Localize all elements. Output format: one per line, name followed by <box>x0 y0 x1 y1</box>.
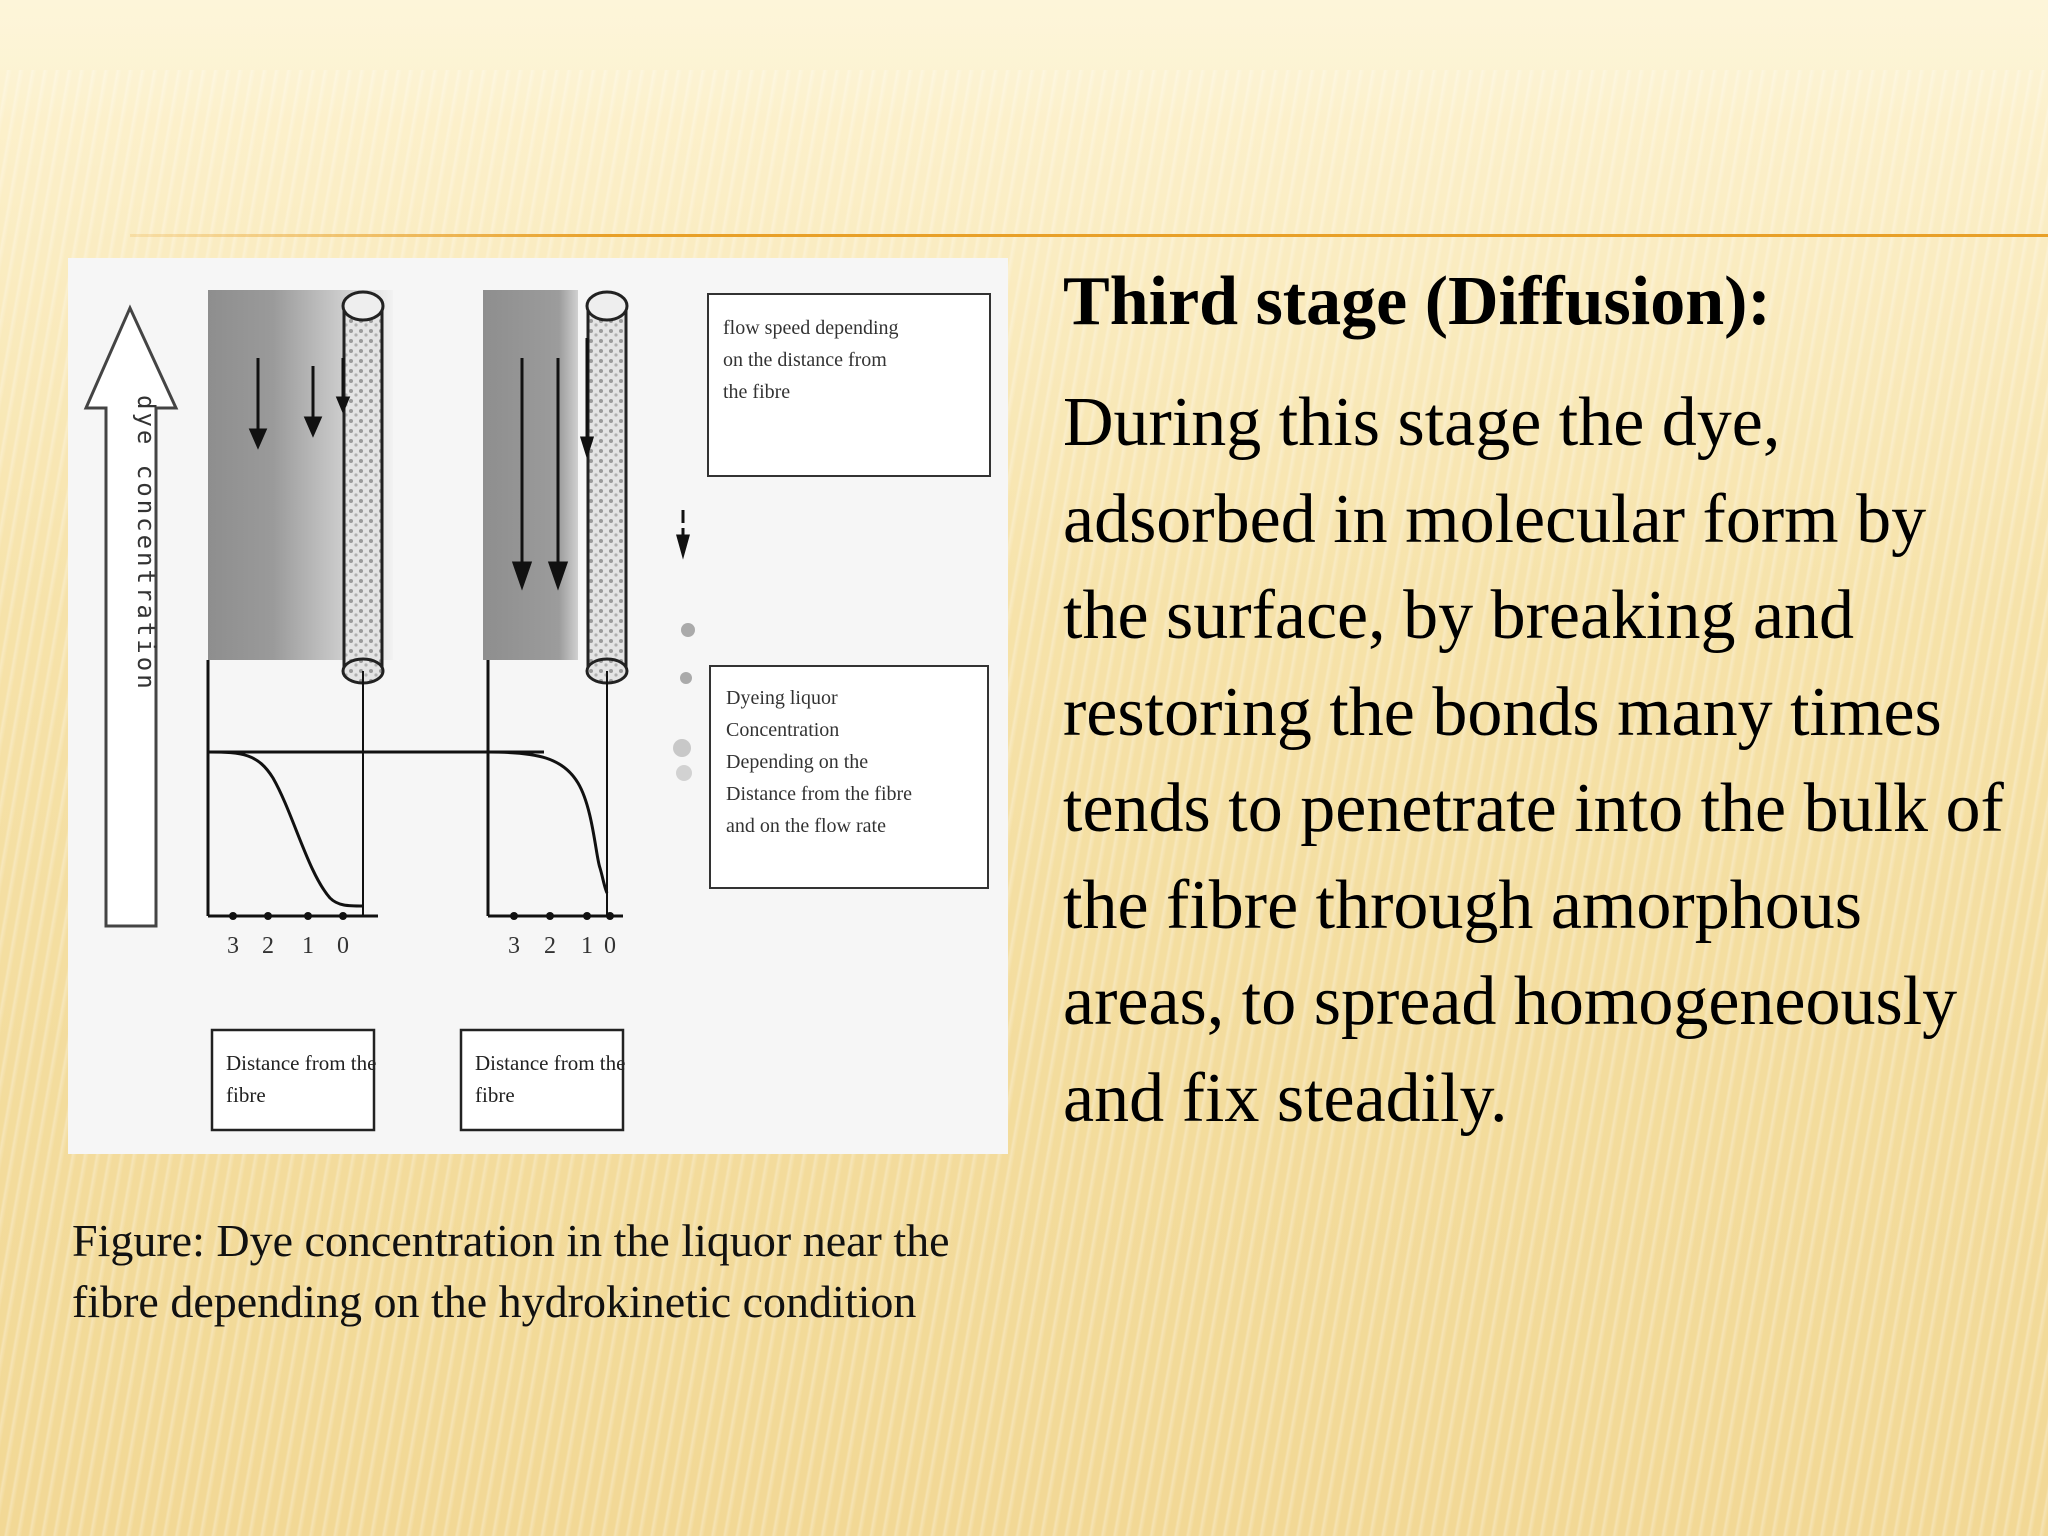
figure-diagram: dye concentration <box>83 290 991 1132</box>
dye-concentration-axis-arrow <box>83 304 179 928</box>
tick-label: 3 <box>508 933 520 959</box>
slide-heading: Third stage (Diffusion): <box>1063 263 1771 340</box>
liquor-region-right <box>483 290 578 660</box>
distance-box-right: Distance from the fibre <box>459 1028 625 1132</box>
diffusion-dots <box>673 623 695 781</box>
distance-box-left: Distance from the fibre <box>210 1028 376 1132</box>
axis-label: dye concentration <box>132 395 160 692</box>
tick-dots <box>229 912 614 920</box>
tick-label: 1 <box>302 933 314 959</box>
top-gradient <box>0 0 2048 120</box>
dye-concentration-figure: dye concentration <box>68 258 1008 1154</box>
tick-labels-right: 3 2 1 0 <box>508 933 616 959</box>
tick-label: 3 <box>227 933 239 959</box>
distance-box-line: Distance from the <box>475 1051 625 1075</box>
title-divider-line <box>130 234 2048 237</box>
distance-box-line: fibre <box>475 1083 515 1107</box>
legend-line: Distance from the fibre <box>726 783 912 805</box>
fibre-left <box>341 290 385 685</box>
tick-label: 0 <box>604 933 616 959</box>
distance-box-line: fibre <box>226 1083 266 1107</box>
tick-labels-left: 3 2 1 0 <box>227 933 349 959</box>
legend-line: on the distance from <box>723 349 887 371</box>
legend-line: and on the flow rate <box>726 815 886 837</box>
legend-line: Concentration <box>726 719 839 741</box>
legend-line: flow speed depending <box>723 317 899 339</box>
fibre-right <box>585 290 629 685</box>
flow-arrows-right <box>511 338 690 591</box>
flow-arrows-left <box>248 358 351 450</box>
figure-caption: Figure: Dye concentration in the liquor … <box>72 1215 950 1327</box>
concentration-graph-left <box>206 660 623 918</box>
legend-line: the fibre <box>723 381 790 403</box>
tick-label: 1 <box>581 933 593 959</box>
legend-line: Depending on the <box>726 751 868 773</box>
slide-body-text: During this stage the dye, adsorbed in m… <box>1063 384 2004 1137</box>
tick-label: 0 <box>337 933 349 959</box>
tick-label: 2 <box>262 933 274 959</box>
tick-label: 2 <box>544 933 556 959</box>
distance-box-line: Distance from the <box>226 1051 376 1075</box>
legend-liquor-concentration: Dyeing liquor Concentration Depending on… <box>709 665 989 889</box>
legend-line: Dyeing liquor <box>726 687 838 709</box>
legend-flow-speed: flow speed depending on the distance fro… <box>707 293 991 477</box>
